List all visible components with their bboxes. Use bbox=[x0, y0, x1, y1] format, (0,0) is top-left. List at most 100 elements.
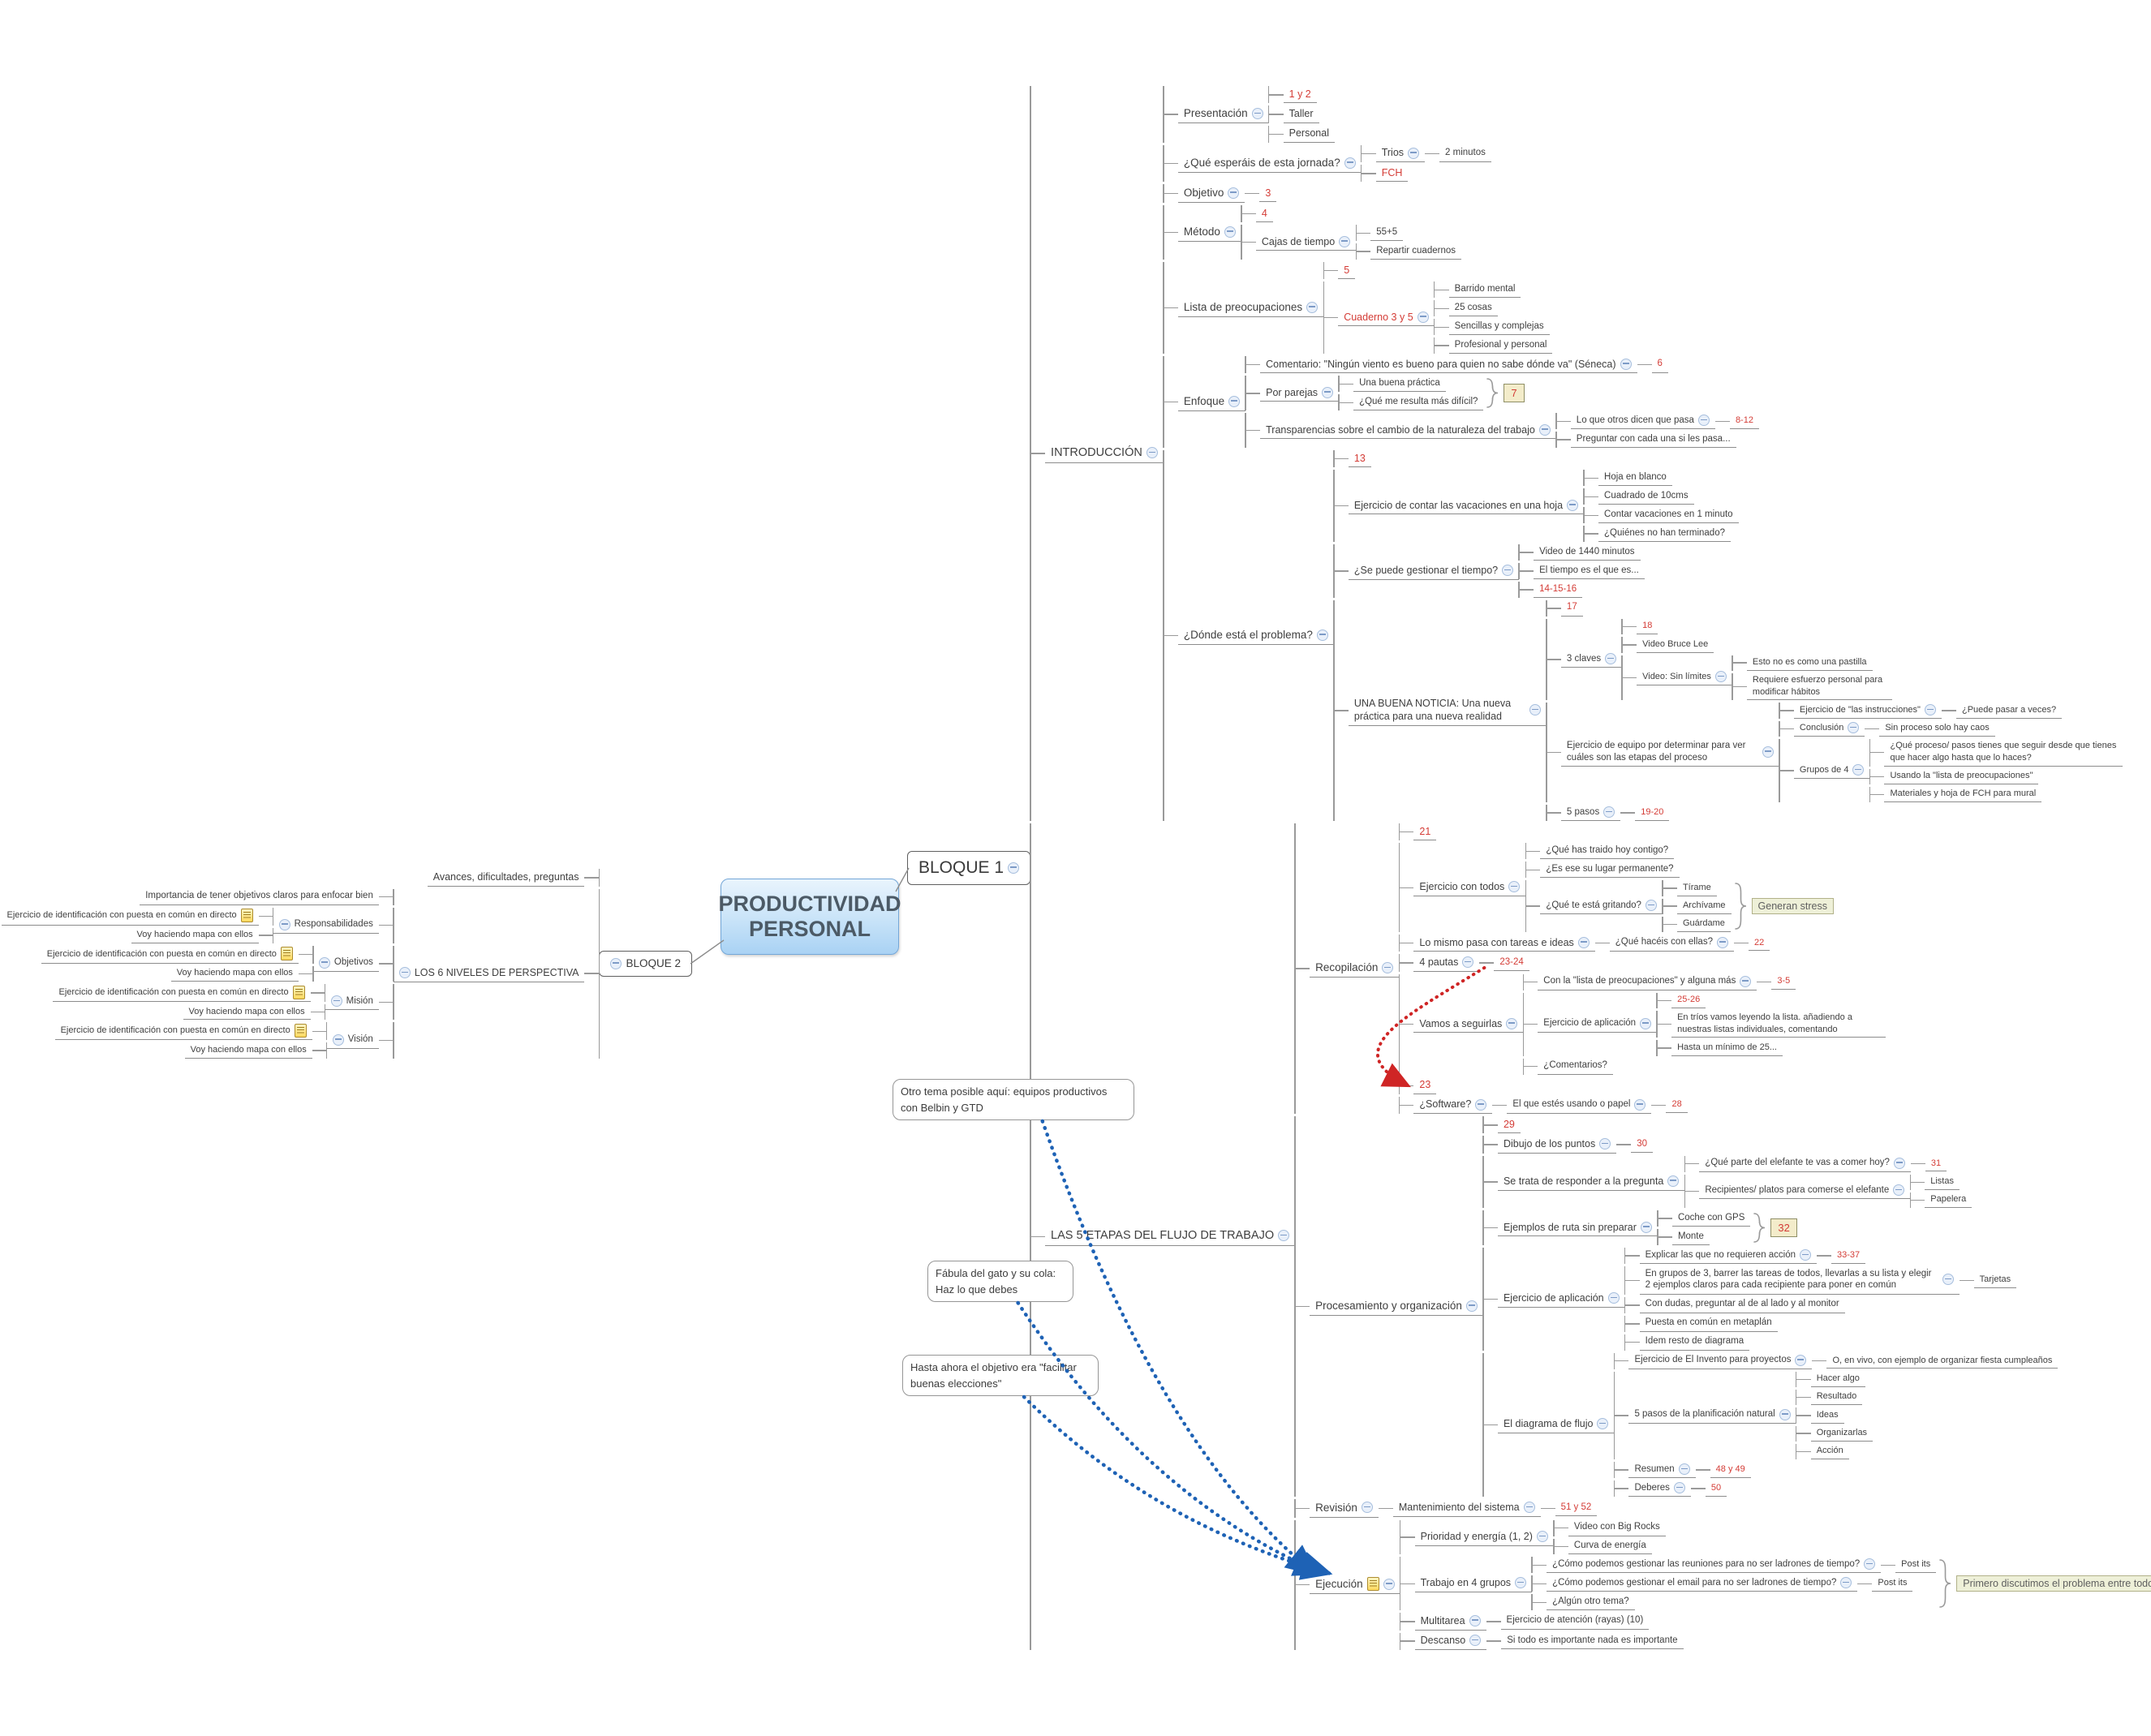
topic-archivame[interactable]: Archívame bbox=[1676, 899, 1732, 914]
topic-repartir-cuadernos[interactable]: Repartir cuadernos bbox=[1370, 243, 1461, 260]
collapse-icon[interactable] bbox=[1924, 704, 1936, 716]
topic-una-buena-noticia-una-nueva-practica-para-[interactable]: UNA BUENA NOTICIA: Una nueva práctica pa… bbox=[1348, 695, 1547, 726]
topic-sencillas-y-complejas[interactable]: Sencillas y complejas bbox=[1448, 319, 1550, 336]
topic-donde-esta-el-problema[interactable]: ¿Dónde está el problema? bbox=[1177, 626, 1334, 645]
topic-lo-mismo-pasa-con-tareas-e-ideas[interactable]: Lo mismo pasa con tareas e ideas bbox=[1413, 935, 1595, 952]
topic-con-dudas-preguntar-al-de-al-lado-y-al-mon[interactable]: Con dudas, preguntar al de al lado y al … bbox=[1639, 1297, 1845, 1313]
topic-prioridad-y-energia-1-2[interactable]: Prioridad y energía (1, 2) bbox=[1414, 1528, 1554, 1546]
topic-cajas-de-tiempo[interactable]: Cajas de tiempo bbox=[1255, 234, 1357, 251]
topic-preguntar-con-cada-una-si-les-pasa[interactable]: Preguntar con cada una si les pasa... bbox=[1570, 432, 1736, 449]
topic-monte[interactable]: Monte bbox=[1671, 1229, 1710, 1246]
topic-3-claves[interactable]: 3 claves bbox=[1560, 651, 1623, 668]
topic-si-todo-es-importante-nada-es-importante[interactable]: Si todo es importante nada es importante bbox=[1501, 1633, 1684, 1650]
collapse-icon[interactable] bbox=[278, 918, 290, 930]
collapse-icon[interactable] bbox=[1599, 1138, 1611, 1150]
topic-4[interactable]: 4 bbox=[1255, 205, 1273, 223]
topic-ejercicio-de-identificacion-con-puesta-en-[interactable]: Ejercicio de identificación con puesta e… bbox=[1, 908, 259, 926]
topic-14-15-16[interactable]: 14-15-16 bbox=[1534, 582, 1583, 598]
topic-software[interactable]: ¿Software? bbox=[1413, 1097, 1493, 1115]
topic-objetivo[interactable]: Objetivo bbox=[1177, 184, 1245, 204]
collapse-icon[interactable] bbox=[1502, 565, 1514, 577]
collapse-icon[interactable] bbox=[1529, 704, 1541, 716]
topic-por-parejas[interactable]: Por parejas bbox=[1260, 385, 1340, 402]
topic-introduccion[interactable]: INTRODUCCIÓN bbox=[1045, 444, 1164, 464]
topic-mision[interactable]: Misión bbox=[325, 994, 379, 1011]
topic-el-tiempo-es-el-que-es[interactable]: El tiempo es el que es... bbox=[1534, 563, 1645, 580]
topic-accion[interactable]: Acción bbox=[1810, 1444, 1849, 1460]
topic-17[interactable]: 17 bbox=[1560, 600, 1583, 617]
topic-cuaderno-3-y-5[interactable]: Cuaderno 3 y 5 bbox=[1338, 309, 1435, 327]
collapse-icon[interactable] bbox=[1840, 1577, 1852, 1589]
topic-55-5[interactable]: 55+5 bbox=[1370, 225, 1404, 242]
note-icon[interactable] bbox=[1366, 1577, 1379, 1592]
collapse-icon[interactable] bbox=[1577, 936, 1590, 948]
topic-hasta-un-minimo-de-25[interactable]: Hasta un mínimo de 25... bbox=[1671, 1040, 1783, 1056]
topic-requiere-esfuerzo-personal-para-modificar-[interactable]: Requiere esfuerzo personal para modifica… bbox=[1746, 673, 1892, 701]
topic-coche-con-gps[interactable]: Coche con GPS bbox=[1671, 1210, 1751, 1227]
collapse-icon[interactable] bbox=[398, 967, 411, 979]
collapse-icon[interactable] bbox=[1893, 1157, 1905, 1169]
topic-25-26[interactable]: 25-26 bbox=[1671, 993, 1706, 1008]
topic-barrido-mental[interactable]: Barrido mental bbox=[1448, 281, 1521, 299]
collapse-icon[interactable] bbox=[1339, 235, 1351, 247]
topic-ejemplos-de-ruta-sin-preparar[interactable]: Ejemplos de ruta sin preparar bbox=[1497, 1219, 1658, 1237]
collapse-icon[interactable] bbox=[1852, 764, 1865, 776]
topic-ideas[interactable]: Ideas bbox=[1810, 1407, 1844, 1424]
note-icon[interactable] bbox=[280, 947, 293, 961]
topic-puesta-en-comun-en-metaplan[interactable]: Puesta en común en metaplán bbox=[1639, 1316, 1778, 1332]
topic-como-podemos-gestionar-el-email-para-no-se[interactable]: ¿Cómo podemos gestionar el email para no… bbox=[1547, 1575, 1858, 1592]
collapse-icon[interactable] bbox=[1640, 1221, 1652, 1233]
topic-multitarea[interactable]: Multitarea bbox=[1414, 1613, 1486, 1631]
topic-5[interactable]: 5 bbox=[1338, 262, 1356, 280]
topic-enfoque[interactable]: Enfoque bbox=[1177, 393, 1246, 411]
topic-ejercicio-de-las-instrucciones[interactable]: Ejercicio de "las instrucciones" bbox=[1793, 703, 1942, 719]
topic-como-podemos-gestionar-las-reuniones-para-[interactable]: ¿Cómo podemos gestionar las reuniones pa… bbox=[1547, 1557, 1882, 1574]
topic-que-esperais-de-esta-jornada[interactable]: ¿Qué esperáis de esta jornada? bbox=[1177, 154, 1362, 173]
topic-que-haceis-con-ellas[interactable]: ¿Qué hacéis con ellas? bbox=[1609, 935, 1734, 952]
collapse-icon[interactable] bbox=[1361, 1502, 1373, 1514]
collapse-icon[interactable] bbox=[1893, 1184, 1905, 1197]
collapse-icon[interactable] bbox=[1008, 862, 1020, 874]
topic-personal[interactable]: Personal bbox=[1283, 126, 1335, 143]
floating-topic-otro-tema-posible-aq[interactable]: Otro tema posible aquí: equipos producti… bbox=[893, 1079, 1134, 1120]
topic-esto-no-es-como-una-pastilla[interactable]: Esto no es como una pastilla bbox=[1746, 655, 1873, 671]
topic-papelera[interactable]: Papelera bbox=[1925, 1192, 1972, 1209]
collapse-icon[interactable] bbox=[1620, 358, 1632, 370]
topic-una-buena-practica[interactable]: Una buena práctica bbox=[1353, 376, 1446, 393]
topic-descanso[interactable]: Descanso bbox=[1414, 1633, 1487, 1650]
topic-1-y-2[interactable]: 1 y 2 bbox=[1283, 86, 1317, 104]
topic-28[interactable]: 28 bbox=[1666, 1098, 1688, 1114]
collapse-icon[interactable] bbox=[1224, 226, 1236, 238]
collapse-icon[interactable] bbox=[1667, 1175, 1680, 1187]
topic-ejercicio-de-atencion-rayas-10[interactable]: Ejercicio de atención (rayas) (10) bbox=[1500, 1614, 1650, 1630]
collapse-icon[interactable] bbox=[1408, 147, 1420, 159]
topic-video-sin-limites[interactable]: Video: Sin límites bbox=[1637, 670, 1732, 686]
collapse-icon[interactable] bbox=[1515, 1577, 1527, 1589]
topic-51-y-52[interactable]: 51 y 52 bbox=[1555, 1500, 1598, 1517]
topic-48-y-49[interactable]: 48 y 49 bbox=[1710, 1462, 1751, 1478]
callout-note[interactable]: Primero discutimos el problema entre tod… bbox=[1956, 1575, 2151, 1592]
note-icon[interactable] bbox=[294, 1023, 307, 1038]
topic-usando-la-lista-de-preocupaciones[interactable]: Usando la "lista de preocupaciones" bbox=[1884, 769, 2039, 784]
collapse-icon[interactable] bbox=[1607, 1292, 1620, 1304]
note-icon[interactable] bbox=[240, 909, 253, 922]
topic-8-12[interactable]: 8-12 bbox=[1729, 414, 1759, 429]
topic-responsabilidades[interactable]: Responsabilidades bbox=[273, 917, 379, 934]
topic-25-cosas[interactable]: 25 cosas bbox=[1448, 300, 1498, 317]
topic-es-ese-su-lugar-permanente[interactable]: ¿Es ese su lugar permanente? bbox=[1540, 862, 1680, 879]
topic-ejercicio-de-el-invento-para-proyectos[interactable]: Ejercicio de El Invento para proyectos bbox=[1628, 1353, 1813, 1369]
topic-se-trata-de-responder-a-la-pregunta[interactable]: Se trata de responder a la pregunta bbox=[1497, 1173, 1685, 1191]
collapse-icon[interactable] bbox=[1506, 1017, 1518, 1029]
collapse-icon[interactable] bbox=[330, 995, 342, 1008]
collapse-icon[interactable] bbox=[1942, 1274, 1954, 1286]
topic-avances-dificultades-preguntas[interactable]: Avances, dificultades, preguntas bbox=[427, 869, 585, 887]
topic-listas[interactable]: Listas bbox=[1925, 1175, 1960, 1190]
collapse-icon[interactable] bbox=[1597, 1418, 1609, 1430]
collapse-icon[interactable] bbox=[1603, 806, 1615, 819]
topic-ejecucion[interactable]: Ejecución bbox=[1310, 1575, 1400, 1594]
topic-2-minutos[interactable]: 2 minutos bbox=[1439, 146, 1491, 162]
topic-los-6-niveles-de-perspectiva[interactable]: LOS 6 NIVELES DE PERSPECTIVA bbox=[393, 965, 585, 982]
collapse-icon[interactable] bbox=[1383, 1578, 1395, 1590]
topic-revision[interactable]: Revisión bbox=[1310, 1499, 1379, 1518]
topic-quienes-no-han-terminado[interactable]: ¿Quiénes no han terminado? bbox=[1598, 526, 1731, 543]
